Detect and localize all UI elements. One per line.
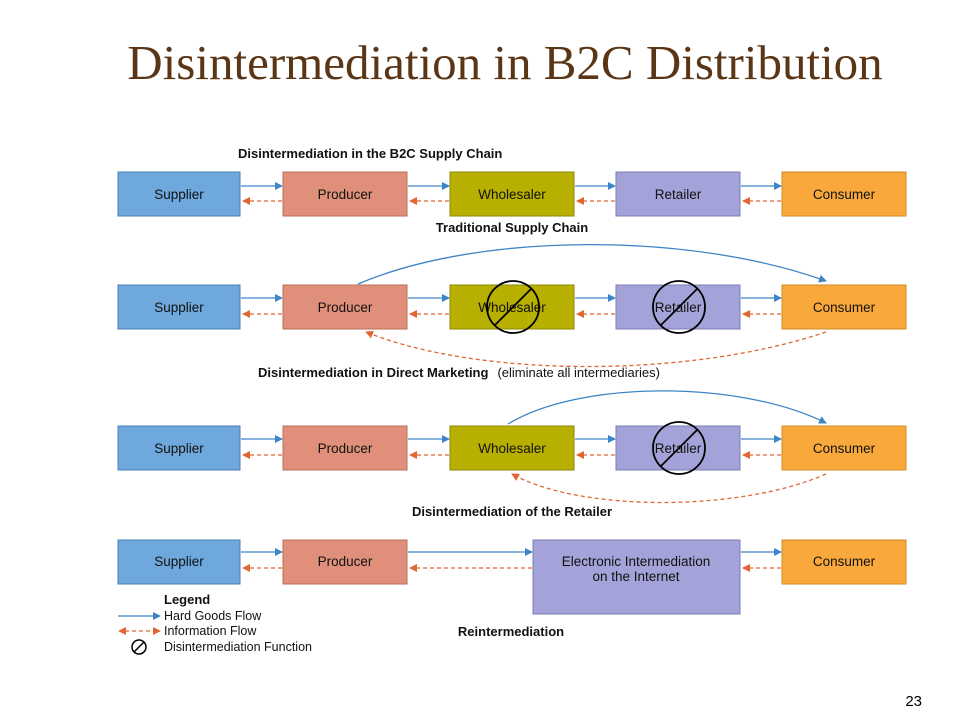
producer-label: Producer [318, 554, 373, 569]
producer-box [282, 425, 408, 471]
producer-label: Producer [318, 300, 373, 315]
slide-title: Disintermediation in B2C Distribution [127, 35, 883, 90]
producer-box [282, 539, 408, 585]
retailer-prohibited-icon [652, 280, 706, 334]
bypass-goods-arc [357, 243, 827, 285]
producer-label: Producer [318, 187, 373, 202]
retailer-prohibited-icon [652, 421, 706, 475]
consumer-label: Consumer [813, 554, 876, 569]
supplier-box [117, 284, 241, 330]
supplier-box [117, 171, 241, 217]
row-caption: Reintermediation [458, 624, 564, 639]
supplier-label: Supplier [154, 300, 204, 315]
producer-label: Producer [318, 441, 373, 456]
wholesaler-label: Wholesaler [478, 187, 546, 202]
consumer-label: Consumer [813, 187, 876, 202]
supplier-label: Supplier [154, 441, 204, 456]
wholesaler-prohibited-icon [486, 280, 540, 334]
consumer-label: Consumer [813, 441, 876, 456]
row-caption-note: (eliminate all intermediaries) [497, 365, 660, 380]
bypass-info-arc [511, 473, 827, 504]
wholesaler-label: Wholesaler [478, 441, 546, 456]
consumer-box [781, 425, 907, 471]
information-legend-label: Information Flow [164, 624, 257, 638]
electronic-intermediary-label-line1: Electronic Intermediation [562, 554, 711, 569]
consumer-box [781, 171, 907, 217]
supplier-box [117, 539, 241, 585]
wholesaler-box [449, 171, 575, 217]
supplier-box [117, 425, 241, 471]
bypass-goods-arc [507, 390, 827, 425]
row-retailer-disintermediation: Supplier Producer Wholesaler Retailer Co… [117, 390, 907, 519]
row-reintermediation: Supplier Producer Electronic Intermediat… [117, 539, 907, 639]
disintermediation-legend-label: Disintermediation Function [164, 640, 312, 654]
legend: Legend Hard Goods Flow Information Flow … [118, 592, 312, 655]
consumer-box [781, 284, 907, 330]
electronic-intermediary-label-line2: on the Internet [592, 569, 679, 584]
consumer-box [781, 539, 907, 585]
information-legend-arrowhead-left [118, 627, 126, 635]
diagram-heading: Disintermediation in the B2C Supply Chai… [238, 146, 502, 161]
row-caption: Disintermediation in Direct Marketing (e… [258, 364, 660, 381]
supplier-label: Supplier [154, 187, 204, 202]
legend-title: Legend [164, 592, 210, 607]
row-caption: Traditional Supply Chain [436, 220, 588, 235]
row-direct-marketing: Supplier Producer Wholesaler Retailer Co… [117, 243, 907, 381]
page-number: 23 [905, 693, 922, 710]
prohibited-icon [131, 639, 147, 655]
retailer-box [615, 171, 741, 217]
row-traditional: Supplier Producer Wholesaler Retailer Co… [117, 171, 907, 235]
row-caption: Disintermediation of the Retailer [412, 504, 612, 519]
wholesaler-box [449, 425, 575, 471]
producer-box [282, 171, 408, 217]
hard-goods-legend-label: Hard Goods Flow [164, 609, 262, 623]
bypass-info-arc [365, 330, 827, 368]
supplier-label: Supplier [154, 554, 204, 569]
row-caption-main: Disintermediation in Direct Marketing [258, 365, 488, 380]
consumer-label: Consumer [813, 300, 876, 315]
electronic-intermediary-box [532, 539, 741, 615]
producer-box [282, 284, 408, 330]
retailer-label: Retailer [655, 187, 702, 202]
